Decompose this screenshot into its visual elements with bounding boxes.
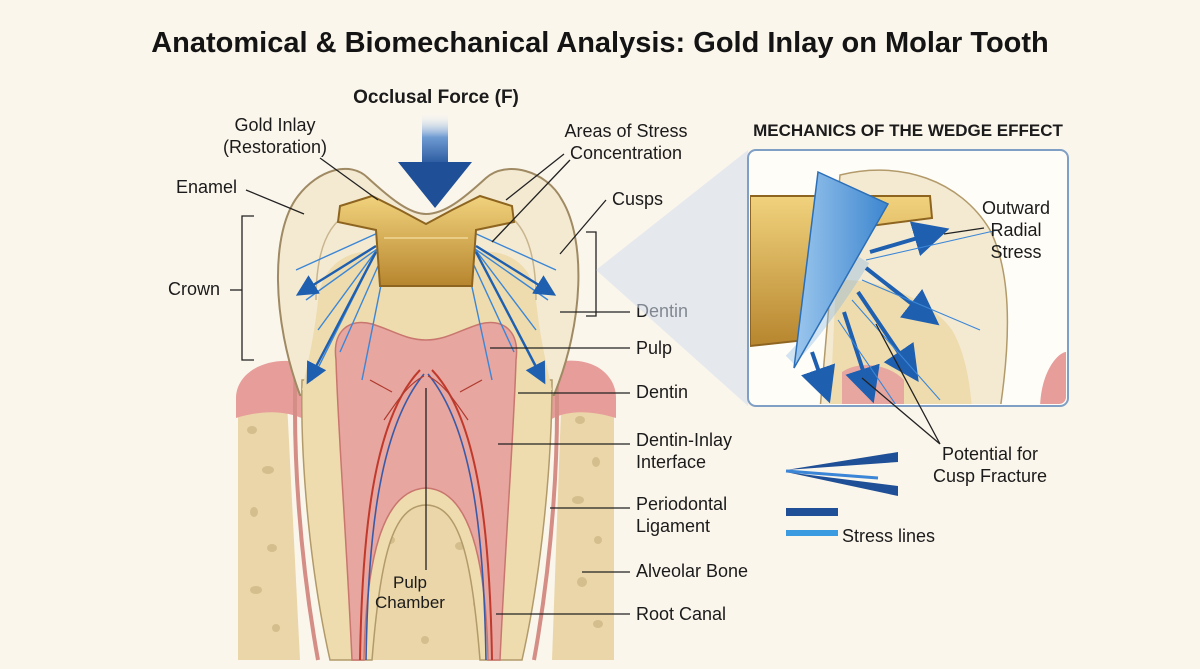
pulp-chamber-label-line2: Chamber bbox=[375, 593, 445, 612]
occlusal-force-arrow bbox=[398, 112, 472, 208]
dentin-inlay-interface-label-line2: Interface bbox=[636, 452, 706, 472]
outward-stress-label-line1: Outward bbox=[982, 198, 1050, 218]
force-label: Occlusal Force (F) bbox=[353, 87, 519, 108]
stress-concentration-label-line1: Areas of Stress bbox=[564, 121, 687, 141]
dentin-inlay-interface-label-line1: Dentin-Inlay bbox=[636, 430, 732, 450]
dentin-lower-label: Dentin bbox=[636, 382, 688, 402]
pulp-label: Pulp bbox=[636, 338, 672, 358]
cusp-fracture-label-line1: Potential for bbox=[942, 444, 1038, 464]
gold-inlay-label-line2: (Restoration) bbox=[223, 137, 327, 157]
gold-inlay bbox=[336, 194, 516, 287]
pulp-chamber-label-line1: Pulp bbox=[393, 573, 427, 592]
legend-stress-lines-label: Stress lines bbox=[842, 526, 935, 546]
crown-stress-arrows bbox=[295, 244, 557, 385]
stress-lines-legend: Stress lines bbox=[785, 452, 935, 546]
crown-label: Crown bbox=[168, 279, 220, 299]
cusp-fracture-label-line2: Cusp Fracture bbox=[933, 466, 1047, 486]
periodontal-ligament-label-line1: Periodontal bbox=[636, 494, 727, 514]
gum-tissue bbox=[236, 360, 616, 420]
crown-bracket bbox=[241, 215, 254, 361]
periodontal-ligament-label-line2: Ligament bbox=[636, 516, 710, 536]
stress-concentration-label-line2: Concentration bbox=[570, 143, 682, 163]
gold-inlay-label-line1: Gold Inlay bbox=[234, 115, 315, 135]
inset-magnify-cone bbox=[596, 150, 748, 406]
cusps-label: Cusps bbox=[612, 189, 663, 209]
alveolar-bone-label: Alveolar Bone bbox=[636, 561, 748, 581]
root-canal-label: Root Canal bbox=[636, 604, 726, 624]
outward-stress-label-line3: Stress bbox=[990, 242, 1041, 262]
wedge-inset-panel bbox=[747, 149, 1069, 407]
page-title: Anatomical & Biomechanical Analysis: Gol… bbox=[151, 27, 1049, 59]
inset-title: MECHANICS OF THE WEDGE EFFECT bbox=[753, 121, 1063, 140]
outward-stress-label-line2: Radial bbox=[990, 220, 1041, 240]
enamel-label: Enamel bbox=[176, 177, 237, 197]
cusps-bracket bbox=[586, 231, 597, 317]
